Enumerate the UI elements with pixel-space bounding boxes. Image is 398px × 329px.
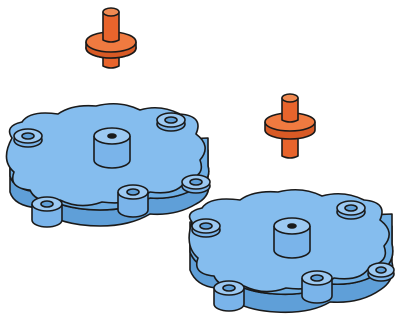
pin-1 — [86, 8, 136, 68]
pin-2 — [265, 94, 315, 158]
boss-ring — [14, 129, 42, 147]
center-hub — [94, 128, 130, 168]
disc-stack-2 — [189, 190, 394, 313]
boss-ring — [118, 185, 148, 217]
boss-ring — [368, 263, 394, 281]
boss-ring — [337, 201, 365, 219]
boss-ring — [157, 113, 185, 131]
boss-ring — [182, 175, 210, 193]
boss-ring — [214, 281, 244, 311]
center-hub — [274, 218, 310, 258]
boss-ring — [302, 271, 332, 303]
boss-ring — [32, 197, 62, 227]
disc-stack-1 — [6, 104, 210, 227]
boss-ring — [192, 219, 220, 237]
